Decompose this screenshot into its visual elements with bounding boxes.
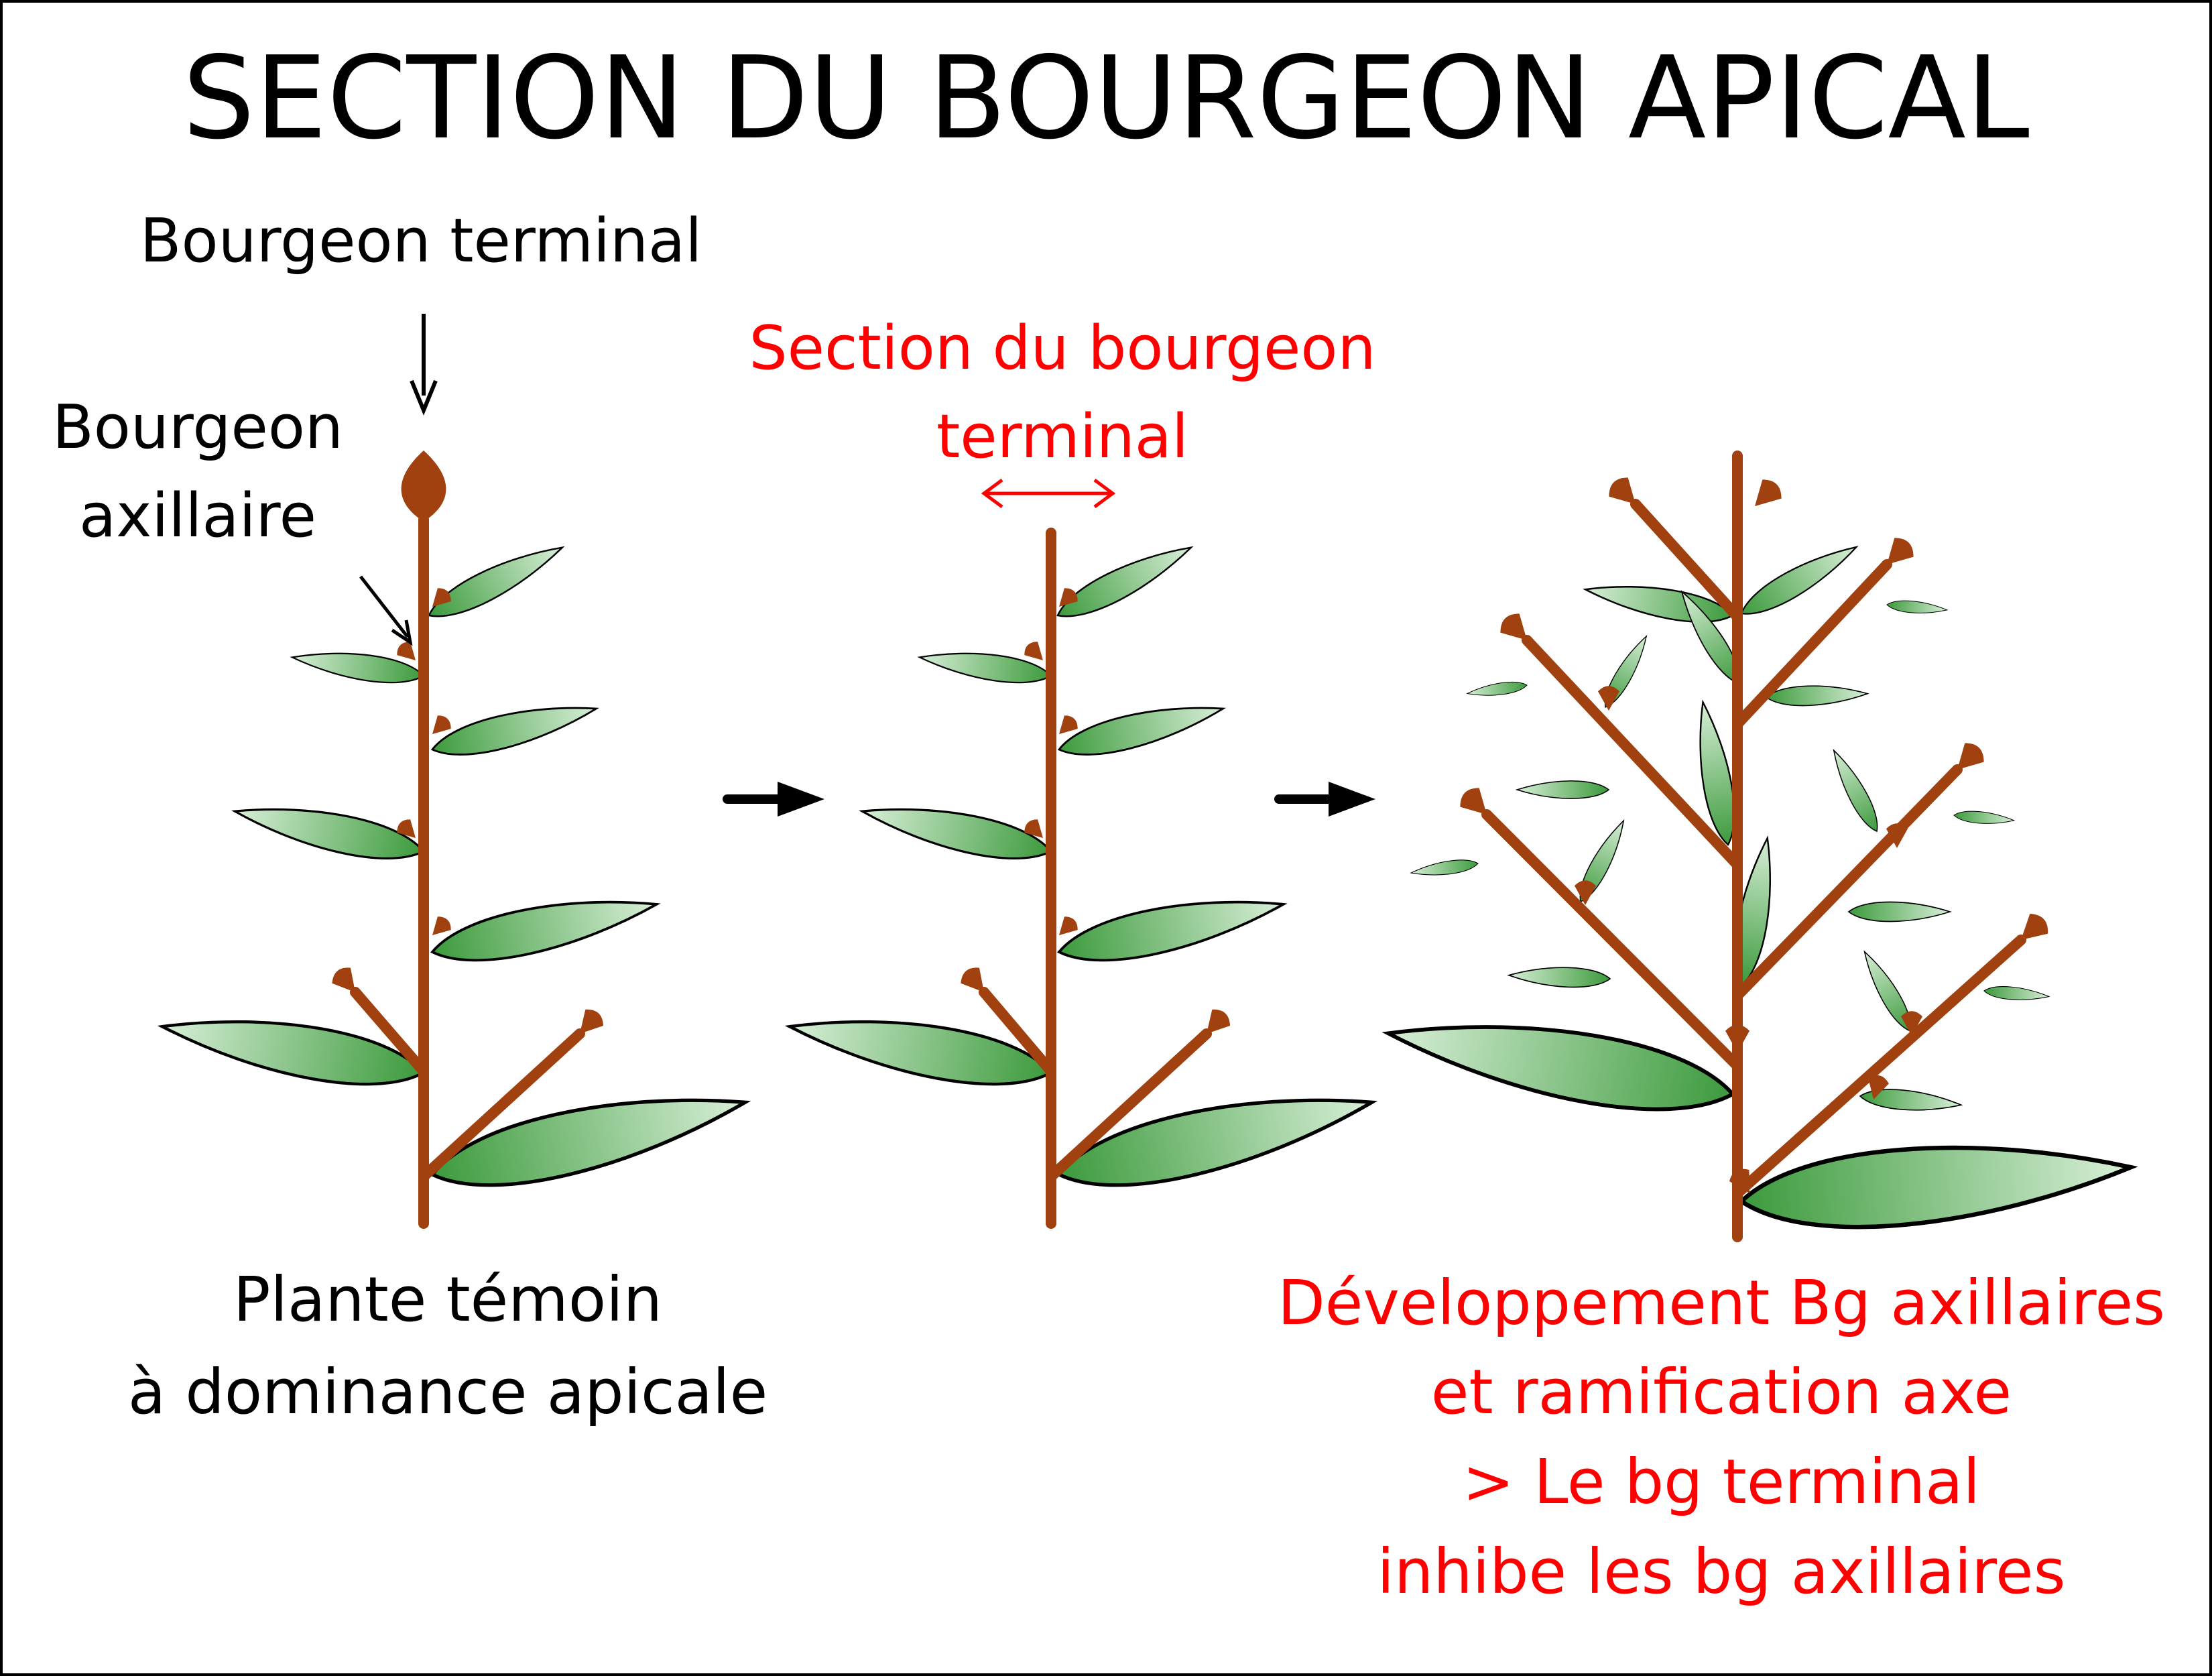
terminal-bud-label: Bourgeon terminal [140,206,702,276]
cut-label-line1: Section du bourgeon [749,313,1375,383]
result-caption-line3: > Le bg terminal [1463,1446,1980,1518]
control-caption-line1: Plante témoin [233,1264,662,1335]
result-caption-line4: inhibe les bg axillaires [1377,1536,2065,1608]
page-title: SECTION DU BOURGEON APICAL [182,32,2029,165]
plant-branched: Développement Bg axillaires et ramificat… [1278,451,2165,1608]
double-headed-arrow-icon [981,478,1116,509]
result-caption-line1: Développement Bg axillaires [1278,1267,2165,1339]
down-arrow-icon [410,314,438,416]
axillary-bud-label-line1: Bourgeon [52,392,343,463]
stems [1481,451,2026,1242]
axillary-bud-label-line2: axillaire [79,481,316,551]
plant-control: Bourgeon terminal Bourgeon axillaire Pla… [52,206,767,1428]
control-caption-line2: à dominance apicale [128,1356,767,1428]
pointer-arrow-icon [359,575,413,646]
stems [979,528,1212,1229]
stems [350,514,585,1229]
right-arrow-icon [1274,782,1375,817]
terminal-bud [401,451,446,522]
result-caption-line2: et ramification axe [1431,1356,2012,1428]
cut-label-line2: terminal [936,402,1188,472]
plant-cut: Section du bourgeon terminal [749,313,1378,1229]
right-arrow-icon [723,782,824,817]
